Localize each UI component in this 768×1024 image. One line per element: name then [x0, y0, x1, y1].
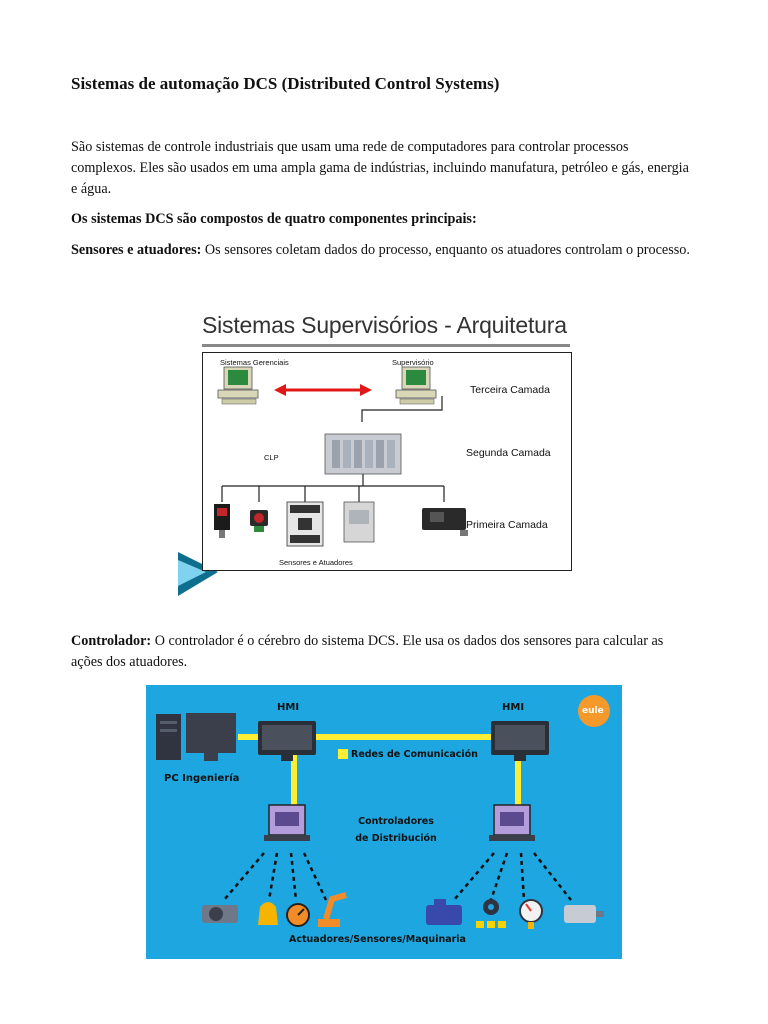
controller-term: Controlador: — [71, 633, 151, 649]
field-links — [224, 853, 571, 900]
network-legend-label: Redes de Comunicación — [351, 749, 478, 760]
controller-right-icon — [489, 805, 535, 841]
double-arrow-icon — [274, 384, 372, 396]
mgmt-computer-icon — [218, 367, 258, 404]
layer2-label: Segunda Camada — [466, 447, 551, 459]
electric-motor-icon — [564, 905, 604, 923]
supervisor-computer-icon — [396, 367, 436, 404]
layer3-label: Terceira Camada — [470, 384, 550, 396]
clp-label: CLP — [264, 453, 279, 462]
supervisor-label: Supervisório — [392, 358, 434, 367]
figure1-title: Sistemas Supervisórios - Arquitetura — [202, 312, 567, 339]
components-heading: Os sistemas DCS são compostos de quatro … — [71, 209, 696, 230]
intro-paragraph: São sistemas de controle industriais que… — [71, 137, 696, 200]
layer1-label: Primeira Camada — [466, 519, 548, 531]
gear-network-icon — [476, 899, 506, 928]
eule-logo-text: eule — [582, 706, 604, 716]
hmi-left-icon — [258, 721, 316, 761]
alarm-light-icon — [258, 902, 278, 925]
contactor-icon — [287, 502, 323, 546]
pc-label: PC Ingeniería — [164, 773, 239, 784]
pc-icon — [156, 713, 236, 761]
controllers-label: Controladores de Distribución — [351, 813, 441, 847]
supervisory-architecture-figure: Sistemas Supervisórios - Arquitetura — [178, 294, 591, 602]
motor-icon — [426, 899, 462, 925]
sensors-actuators-label: Sensores e Atuadores — [279, 558, 353, 567]
pressure-gauge-icon — [520, 900, 542, 929]
hmi-left-label: HMI — [277, 702, 299, 713]
hmi-right-icon — [491, 721, 549, 761]
page-heading: Sistemas de automação DCS (Distributed C… — [71, 74, 499, 94]
controller-paragraph: Controlador: O controlador é o cérebro d… — [71, 631, 696, 673]
field-devices-label: Actuadores/Sensores/Maquinaria — [289, 934, 466, 945]
pump-icon — [202, 905, 238, 923]
gauge-icon — [287, 904, 309, 926]
controller-text: O controlador é o cérebro do sistema DCS… — [71, 633, 663, 670]
indicator-device-icon — [250, 510, 268, 532]
valve-actuator-icon — [422, 508, 468, 536]
sensors-term: Sensores e atuadores: — [71, 242, 201, 258]
sensors-text: Os sensores coletam dados do processo, e… — [201, 242, 690, 258]
robot-arm-icon — [318, 895, 346, 927]
mgmt-label: Sistemas Gerenciais — [220, 358, 289, 367]
hmi-right-label: HMI — [502, 702, 524, 713]
clp-rack-icon — [325, 434, 401, 474]
relay-module-icon — [344, 502, 374, 542]
network-legend-swatch — [338, 749, 348, 759]
figure1-title-rule — [202, 344, 570, 347]
pressure-sensor-icon — [214, 504, 230, 538]
dcs-network-figure: HMI HMI PC Ingeniería Redes de Comunicac… — [146, 685, 622, 959]
controller-left-icon — [264, 805, 310, 841]
sensors-paragraph: Sensores e atuadores: Os sensores coleta… — [71, 240, 696, 261]
